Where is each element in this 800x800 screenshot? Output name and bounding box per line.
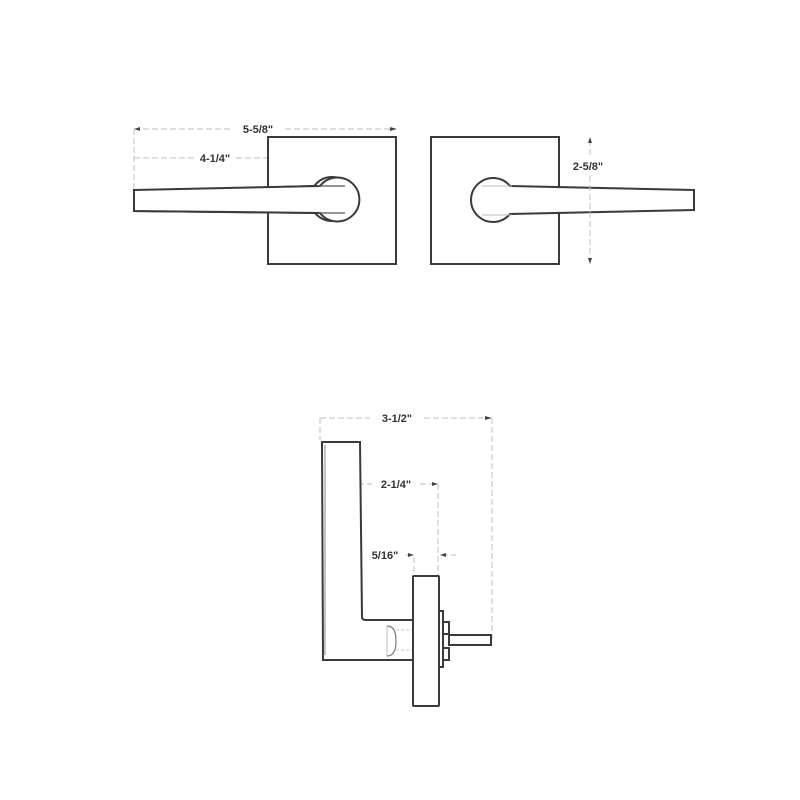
arrow-icon xyxy=(432,482,438,486)
lever-silhouette xyxy=(133,176,361,223)
arrow-icon xyxy=(440,553,446,557)
lever-silhouette xyxy=(470,177,695,223)
mounting-plate xyxy=(438,610,444,668)
arrow-icon xyxy=(134,127,140,131)
screw-icon xyxy=(442,647,450,661)
arrow-icon xyxy=(588,137,592,143)
front-view-right: 2-5/8" xyxy=(430,136,695,265)
rose-side xyxy=(412,575,440,707)
arrow-icon xyxy=(588,258,592,264)
side-view: 3-1/2" 2-1/4" 5/16" xyxy=(319,413,493,707)
arrow-icon xyxy=(485,416,492,420)
dim-rose-height: 2-5/8" xyxy=(573,161,603,173)
screw-icon xyxy=(442,621,450,635)
spindle xyxy=(448,634,492,646)
arrow-icon xyxy=(408,553,414,557)
dim-lever-length: 4-1/4" xyxy=(200,153,230,165)
dim-lever-projection: 2-1/4" xyxy=(381,479,411,491)
front-view-left: 5-5/8" 4-1/4" xyxy=(133,124,397,265)
arrow-icon xyxy=(390,127,397,131)
dim-rose-thickness: 5/16" xyxy=(372,550,399,562)
dim-projection: 3-1/2" xyxy=(382,413,412,425)
dim-overall-length: 5-5/8" xyxy=(243,124,273,136)
lever-body xyxy=(320,441,415,661)
